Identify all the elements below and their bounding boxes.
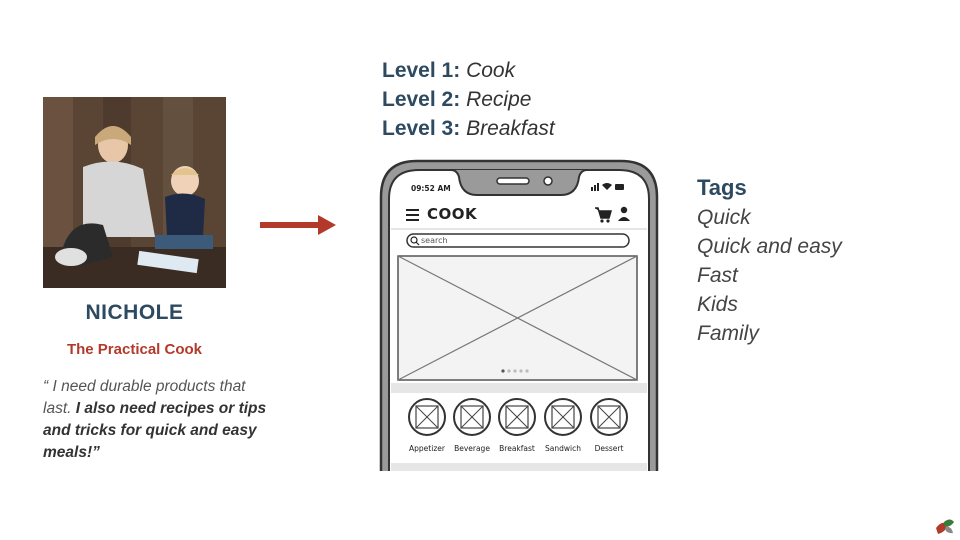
category-icon[interactable] [453,398,491,436]
category-label-breakfast[interactable]: Breakfast [499,444,535,453]
phone-wireframe [379,159,659,471]
category-icon[interactable] [408,398,446,436]
signal-icon [591,183,599,191]
wifi-icon [602,183,612,190]
level-2-value: Recipe [466,88,532,111]
level-3-label: Level 3: [382,117,461,140]
user-icon[interactable] [618,206,630,221]
category-icon[interactable] [498,398,536,436]
level-1-label: Level 1: [382,59,461,82]
logo-icon [936,519,954,534]
category-label-sandwich[interactable]: Sandwich [545,444,581,453]
level-2-label: Level 2: [382,88,461,111]
category-icon[interactable] [590,398,628,436]
category-label-appetizer[interactable]: Appetizer [409,444,445,453]
level-1: Level 1: Cook [382,56,555,85]
tag-item: Quick [697,206,751,229]
category-label-dessert[interactable]: Dessert [594,444,624,453]
tag-item: Kids [697,293,738,316]
persona-role: The Practical Cook [66,341,203,358]
persona-quote: “ I need durable products that last. I a… [43,376,273,464]
battery-icon [615,184,624,190]
app-title: COOK [427,205,478,223]
search-bar[interactable] [406,233,630,248]
level-3-value: Breakfast [466,117,555,140]
tag-item: Family [697,322,759,345]
hierarchy-levels: Level 1: Cook Level 2: Recipe Level 3: B… [382,56,555,143]
level-1-value: Cook [466,59,516,82]
image-placeholder-icon [397,255,638,381]
search-placeholder: search [421,236,448,245]
level-3: Level 3: Breakfast [382,114,555,143]
hamburger-menu-icon[interactable] [406,209,419,221]
search-icon [410,236,420,246]
persona-name: NICHOLE [85,301,184,324]
tag-item: Fast [697,264,738,287]
level-2: Level 2: Recipe [382,85,555,114]
quote-part-2: I also need recipes or tips and tricks f… [43,400,267,461]
tags-title: Tags [697,175,747,200]
category-label-beverage[interactable]: Beverage [454,444,490,453]
cart-icon[interactable] [595,207,612,223]
tags-list: Tags Quick Quick and easy Fast Kids Fami… [697,173,842,348]
status-time: 09:52 AM [411,184,451,193]
tag-item: Quick and easy [697,235,842,258]
persona-photo [43,97,226,288]
arrow-right-icon [260,215,336,235]
carousel-dots[interactable] [501,369,529,373]
quote-part-1: “ I need durable products that last. [43,378,246,417]
category-icon[interactable] [544,398,582,436]
